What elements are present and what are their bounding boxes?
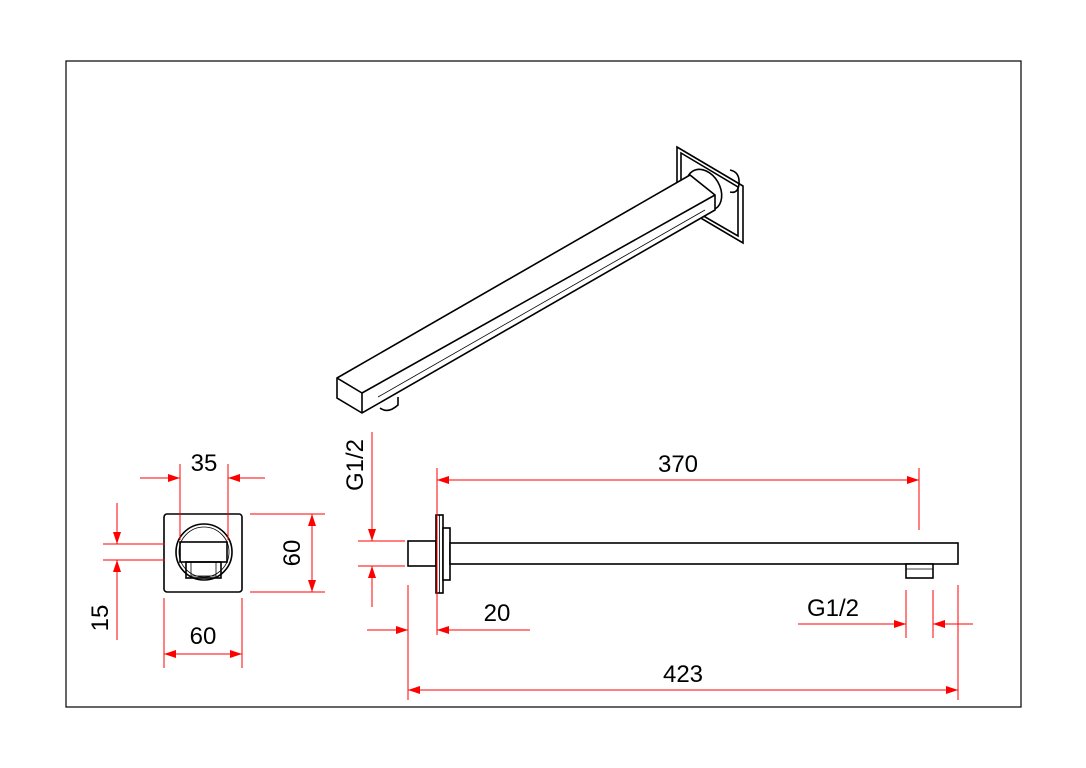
plate-depth-label: 20 xyxy=(484,600,511,627)
front-view: 35 60 60 15 xyxy=(87,450,325,668)
front-height-label: 60 xyxy=(279,540,306,567)
inner-width-label: 35 xyxy=(191,450,218,477)
inlet-thread-label: G1/2 xyxy=(342,439,369,491)
arm-length-label: 370 xyxy=(658,451,698,478)
side-view: 370 423 20 G1/2 G1/2 xyxy=(342,432,973,700)
drawing-frame xyxy=(65,60,1022,708)
isometric-view xyxy=(336,145,744,414)
offset-label: 15 xyxy=(87,605,114,632)
outlet-thread-label: G1/2 xyxy=(807,595,859,622)
total-length-label: 423 xyxy=(663,661,703,688)
front-width-label: 60 xyxy=(190,623,217,650)
